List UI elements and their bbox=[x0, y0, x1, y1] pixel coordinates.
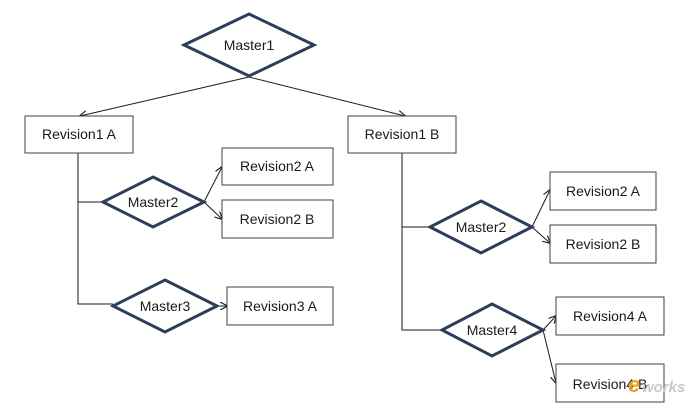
node-revision1-a: Revision1 A bbox=[24, 115, 134, 154]
node-revision3-a: Revision3 A bbox=[226, 286, 334, 326]
watermark-logo: e works bbox=[628, 372, 685, 397]
node-label: Revision3 A bbox=[243, 298, 318, 314]
decision-diamond bbox=[426, 199, 536, 255]
node-revision2-a-right: Revision2 A bbox=[549, 171, 657, 211]
edge-rev1a-trunk bbox=[77, 153, 113, 305]
node-label: Revision2 B bbox=[240, 211, 315, 227]
node-revision2-a-left: Revision2 A bbox=[221, 147, 334, 186]
node-box bbox=[549, 171, 657, 211]
node-box bbox=[221, 147, 334, 186]
node-master4: Master4 bbox=[438, 302, 547, 358]
watermark-text: works bbox=[642, 379, 685, 396]
edge-rev1b-trunk bbox=[401, 153, 442, 331]
node-label: Master1 bbox=[224, 37, 275, 53]
node-label: Master3 bbox=[140, 298, 191, 314]
node-revision4-a: Revision4 A bbox=[555, 296, 665, 336]
node-box bbox=[24, 115, 134, 154]
node-label: Revision2 A bbox=[566, 183, 641, 199]
node-revision4-b: Revision4 B bbox=[555, 363, 665, 403]
watermark-accent: e bbox=[628, 372, 640, 397]
node-master2-right: Master2 bbox=[426, 199, 536, 255]
node-master1: Master1 bbox=[180, 12, 318, 78]
node-box bbox=[549, 224, 657, 264]
node-box bbox=[555, 296, 665, 336]
decision-diamond bbox=[109, 278, 221, 334]
node-label: Revision2 B bbox=[566, 236, 641, 252]
edge-master2-rev2a-right bbox=[531, 190, 550, 228]
edge-master2-rev2b-left bbox=[203, 201, 222, 219]
node-label: Revision4 A bbox=[573, 308, 648, 324]
decision-diamond bbox=[180, 12, 318, 78]
node-box bbox=[347, 115, 457, 154]
node-label: Master2 bbox=[456, 219, 507, 235]
edge-master2-rev2a-left bbox=[203, 167, 222, 203]
node-revision1-b: Revision1 B bbox=[347, 115, 457, 154]
node-box bbox=[221, 199, 334, 239]
node-box bbox=[226, 286, 334, 326]
node-label: Revision1 B bbox=[365, 126, 440, 142]
edge-master4-rev4b bbox=[542, 329, 556, 383]
node-master2-left: Master2 bbox=[99, 175, 208, 229]
node-label: Revision4 B bbox=[573, 376, 648, 392]
connectors bbox=[77, 76, 556, 383]
edge-master4-rev4a bbox=[542, 316, 556, 331]
decision-diamond bbox=[99, 175, 208, 229]
node-box bbox=[555, 363, 665, 403]
edge-master1-rev1a bbox=[80, 76, 250, 116]
edge-master1-rev1b bbox=[248, 76, 405, 116]
node-revision2-b-right: Revision2 B bbox=[549, 224, 657, 264]
node-revision2-b-left: Revision2 B bbox=[221, 199, 334, 239]
node-label: Revision2 A bbox=[240, 158, 315, 174]
node-label: Revision1 A bbox=[42, 126, 117, 142]
node-label: Master4 bbox=[467, 322, 518, 338]
edge-master2-rev2b-right bbox=[531, 226, 550, 243]
node-label: Master2 bbox=[128, 194, 179, 210]
decision-diamond bbox=[438, 302, 547, 358]
node-master3: Master3 bbox=[109, 278, 221, 334]
